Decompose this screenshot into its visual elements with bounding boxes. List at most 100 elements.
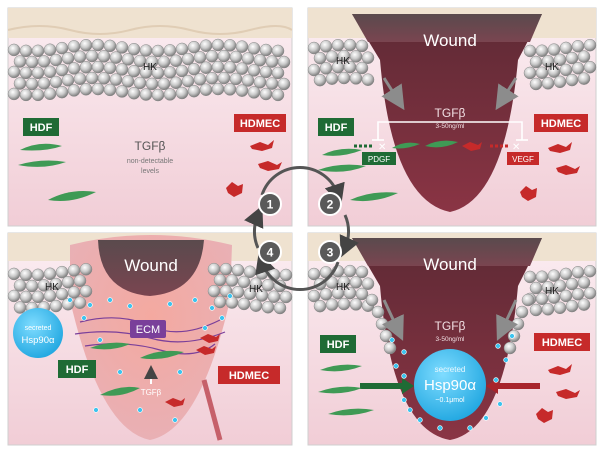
keratinocyte-cell — [205, 71, 219, 85]
keratinocyte-cell — [175, 64, 189, 78]
keratinocyte-cell — [361, 51, 375, 64]
keratinocyte-cell — [355, 287, 369, 301]
keratinocyte-cell — [565, 299, 579, 313]
keratinocyte-cell — [265, 77, 279, 90]
svg-text:4: 4 — [267, 246, 274, 260]
keratinocyte-cell — [535, 270, 549, 284]
keratinocyte-cell — [49, 53, 63, 67]
keratinocyte-cell — [73, 274, 87, 287]
keratinocyte-cell — [97, 72, 111, 85]
wound-label: Wound — [423, 31, 477, 50]
hsp90-dot — [503, 357, 509, 363]
keratinocyte-cell — [355, 61, 369, 75]
hsp90-dot — [172, 417, 178, 423]
keratinocyte-cell — [529, 281, 543, 295]
vegf-block-mark: ✕ — [512, 142, 520, 153]
keratinocyte-cell — [19, 66, 33, 80]
keratinocyte-cell — [371, 305, 385, 319]
keratinocyte-cell — [109, 73, 123, 86]
hsp90-dot — [137, 407, 143, 413]
keratinocyte-cell — [127, 86, 141, 100]
hsp90-dot — [437, 425, 443, 431]
keratinocyte-cell — [523, 66, 537, 80]
keratinocyte-cell — [19, 268, 33, 282]
hk-label: HK — [143, 62, 157, 73]
hdf-label: HDF — [66, 364, 89, 376]
keratinocyte-cell — [115, 41, 129, 54]
hdf-badge — [58, 360, 96, 378]
keratinocyte-cell — [207, 284, 221, 298]
keratinocyte-cell — [213, 295, 227, 309]
keratinocyte-cell — [157, 55, 171, 69]
keratinocyte-cell — [343, 264, 357, 278]
hsp90-secreted-bubble — [13, 308, 63, 358]
keratinocyte-cell — [103, 61, 117, 75]
keratinocyte-cell — [25, 77, 39, 91]
keratinocyte-cell — [25, 279, 39, 293]
keratinocyte-cell — [259, 65, 273, 79]
hsp90-dot — [127, 303, 133, 309]
hdf-badge — [23, 118, 59, 136]
keratinocyte-cell — [523, 270, 537, 284]
keratinocyte-cell — [235, 84, 249, 97]
hk-left-label: HK — [336, 282, 350, 293]
keratinocyte-cell — [515, 305, 529, 319]
keratinocyte-cell — [571, 61, 585, 75]
keratinocyte-cell — [325, 72, 339, 85]
hsp90-dot — [493, 377, 499, 383]
hsp90-dot — [495, 343, 501, 349]
keratinocyte-cell — [211, 38, 225, 52]
hsp90-dot — [67, 297, 73, 303]
keratinocyte-cell — [529, 55, 543, 69]
keratinocyte-cell — [7, 267, 21, 281]
secreted-label: secreted — [25, 325, 52, 332]
keratinocyte-cell — [163, 88, 177, 101]
keratinocyte-cell — [337, 71, 351, 85]
hsp90-dot — [467, 425, 473, 431]
keratinocyte-cell — [13, 55, 27, 68]
keratinocyte-cell — [139, 88, 153, 101]
hk-left-label: HK — [336, 56, 350, 67]
keratinocyte-cell — [577, 298, 591, 311]
keratinocyte-cell — [319, 40, 333, 53]
keratinocyte-cell — [553, 75, 567, 89]
hsp90-dot — [202, 325, 208, 331]
hdmec-badge — [534, 333, 590, 351]
keratinocyte-cell — [67, 40, 81, 53]
keratinocyte-cell — [163, 66, 177, 79]
hdf-label: HDF — [327, 339, 350, 351]
hdf-badge — [318, 118, 354, 136]
keratinocyte-cell — [223, 39, 237, 52]
wound-label: Wound — [124, 256, 178, 275]
svg-text:3: 3 — [327, 246, 334, 260]
keratinocyte-cell — [541, 303, 555, 316]
keratinocyte-cell — [199, 83, 213, 96]
keratinocyte-cell — [103, 39, 117, 53]
keratinocyte-cell — [223, 83, 237, 96]
keratinocyte-cell — [13, 301, 27, 314]
keratinocyte-cell — [73, 50, 87, 63]
keratinocyte-cell — [583, 38, 597, 52]
keratinocyte-cell — [79, 61, 93, 74]
keratinocyte-cell — [79, 39, 93, 52]
keratinocyte-cell — [109, 51, 123, 64]
wound-bed — [352, 14, 542, 212]
keratinocyte-cell — [193, 51, 207, 64]
step-3-badge: 3 — [318, 240, 342, 264]
hsp90-dots — [389, 333, 515, 431]
hsp90-dot — [389, 337, 395, 343]
keratinocyte-cell — [349, 72, 363, 85]
hsp90-dot — [393, 363, 399, 369]
svg-text:2: 2 — [327, 198, 334, 212]
hsp90-dot — [117, 369, 123, 375]
keratinocyte-cell — [503, 341, 517, 355]
keratinocyte-cell — [325, 298, 339, 311]
keratinocyte-cell — [565, 277, 579, 291]
hsp90-dot — [209, 305, 215, 311]
hsp90-dots — [67, 293, 233, 423]
keratinocyte-cell — [115, 85, 129, 98]
keratinocyte-cell — [383, 341, 397, 355]
keratinocyte-cell — [199, 61, 213, 74]
keratinocyte-layer — [7, 38, 291, 102]
keratinocyte-cell — [521, 293, 535, 307]
